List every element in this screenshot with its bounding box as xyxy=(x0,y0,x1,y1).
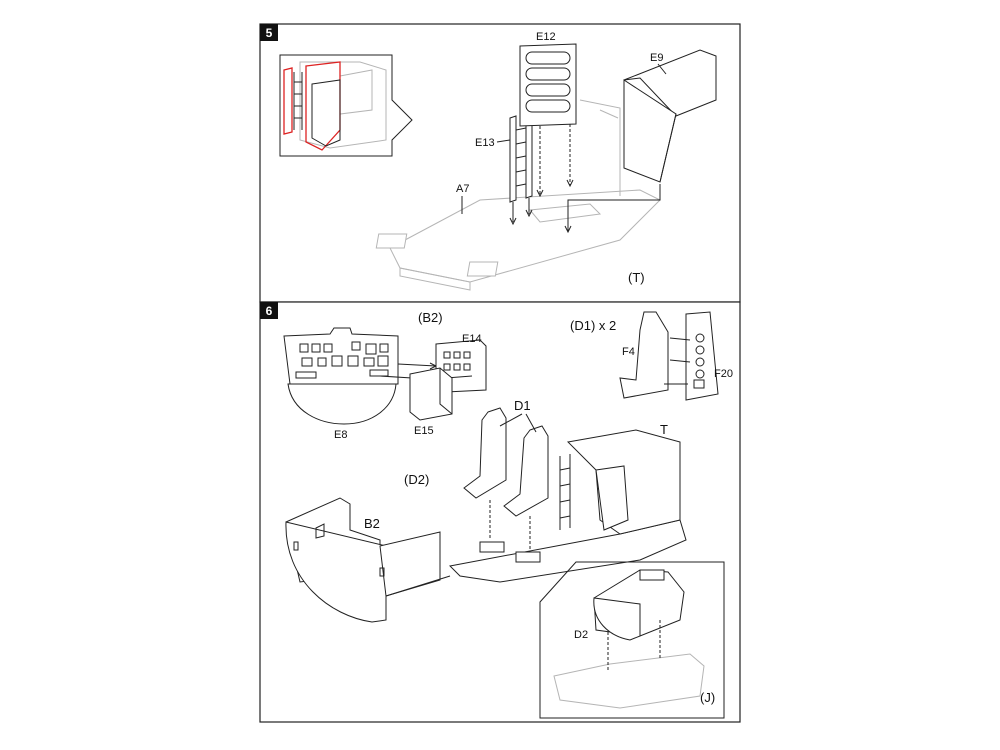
step-6-inset xyxy=(539,561,725,719)
part-e8-instrument-panel xyxy=(283,327,399,425)
label-j: (J) xyxy=(700,690,715,705)
label-f4: F4 xyxy=(622,346,635,358)
step-5-number: 5 xyxy=(266,26,273,40)
label-e13: E13 xyxy=(475,137,495,149)
label-d1: D1 xyxy=(514,398,531,413)
part-a7-floor xyxy=(375,99,661,291)
part-e13-ladder xyxy=(509,109,533,203)
label-a7: A7 xyxy=(456,183,469,195)
label-t-fuselage: T xyxy=(660,422,668,437)
inset-cockpit-ghost xyxy=(299,61,387,149)
step-5-panel: 5 xyxy=(259,23,741,303)
label-d1-x2: (D1) x 2 xyxy=(570,318,616,333)
e9-leader xyxy=(567,184,661,232)
part-t-fuselage xyxy=(448,429,687,583)
part-f4-seat-frame xyxy=(619,311,669,399)
step-6-badge xyxy=(260,302,278,319)
inset-ladder-highlight xyxy=(283,67,293,135)
label-f20: F20 xyxy=(714,368,733,380)
step-5-badge xyxy=(260,24,278,41)
label-d2: (D2) xyxy=(404,472,429,487)
label-t: (T) xyxy=(628,270,645,285)
label-e12: E12 xyxy=(536,31,556,43)
part-e12-panel xyxy=(519,43,577,127)
inset-callout-frame-j xyxy=(539,561,725,719)
inset-callout-frame xyxy=(279,54,413,157)
part-e9-bulkhead xyxy=(623,49,717,183)
inset-bulkhead xyxy=(311,79,341,147)
step-6-number: 6 xyxy=(266,304,273,318)
label-e8: E8 xyxy=(334,429,347,441)
label-e14: E14 xyxy=(462,333,482,345)
label-b2-title: (B2) xyxy=(418,310,443,325)
step-6-panel: 6 xyxy=(259,301,741,723)
part-b2-cockpit-shell xyxy=(285,497,441,623)
label-b2: B2 xyxy=(364,516,380,531)
label-e15: E15 xyxy=(414,425,434,437)
label-e9: E9 xyxy=(650,52,663,64)
label-d2-inset: D2 xyxy=(574,629,588,641)
inset-bulkhead-highlight xyxy=(305,61,341,151)
part-e15-block xyxy=(409,367,453,421)
part-f20-back xyxy=(685,311,719,401)
part-d1-subassembly xyxy=(619,311,719,401)
inset-ladder xyxy=(293,72,303,130)
part-d1-seats xyxy=(463,407,549,517)
step-5-inset xyxy=(279,54,413,157)
